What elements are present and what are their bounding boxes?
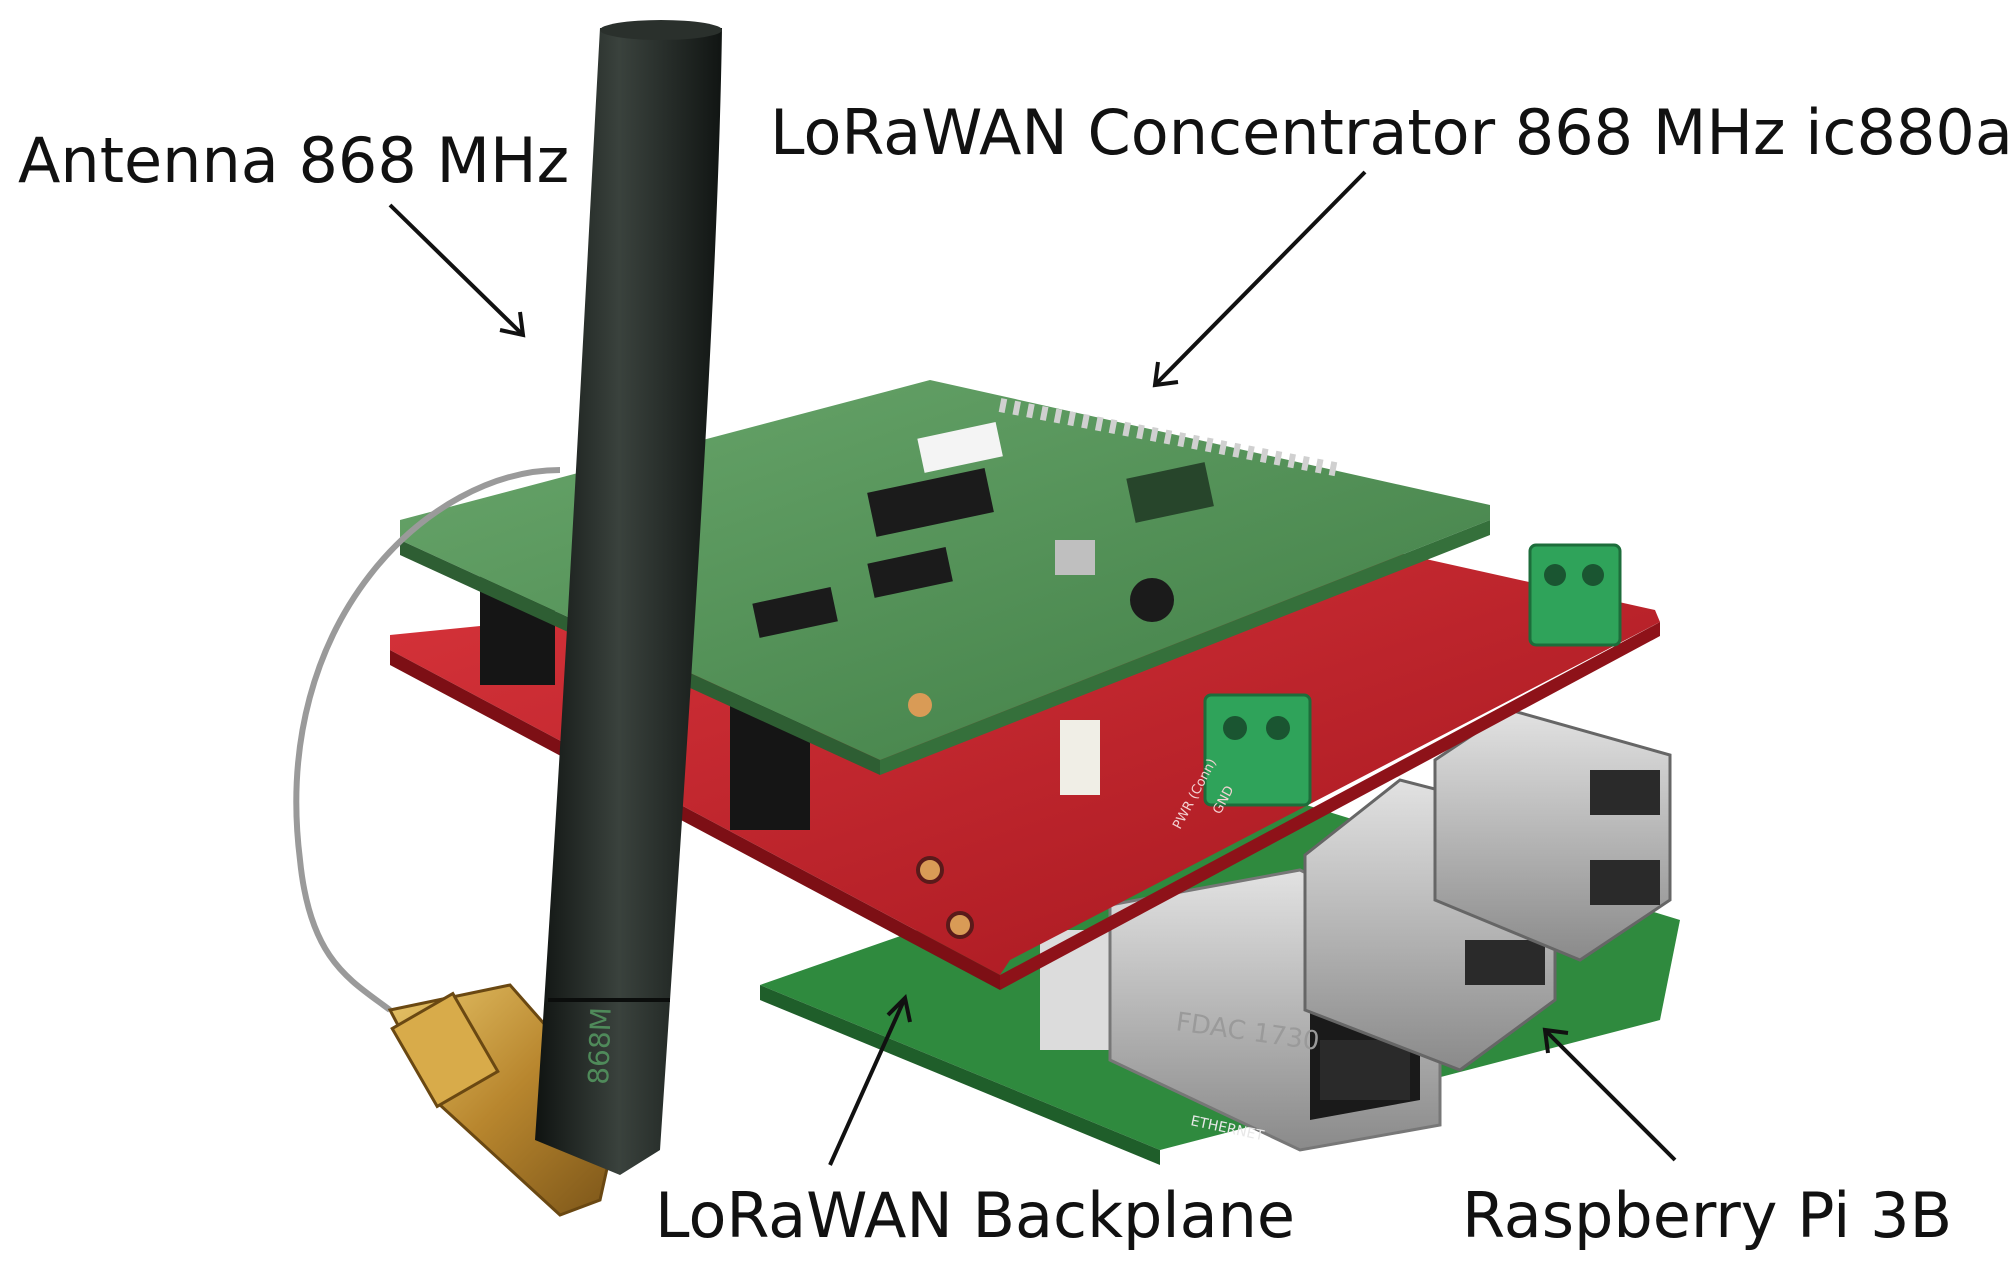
- antenna-label: Antenna 868 MHz: [18, 124, 570, 197]
- antenna-print: 868M: [582, 1007, 618, 1086]
- raspberry-pi-label: Raspberry Pi 3B: [1462, 1179, 1953, 1252]
- raspberry-pi-board: ETHERNET FDAC 1730: [760, 708, 1680, 1165]
- terminal-block-left: [1203, 693, 1312, 807]
- antenna: 868M: [535, 20, 722, 1175]
- arrow-backplane: [828, 993, 912, 1166]
- arrow-raspberry-pi: [1542, 1027, 1677, 1162]
- pigtail-cable: [293, 467, 561, 1013]
- arrow-antenna: [388, 203, 526, 338]
- concentrator-label: LoRaWAN Concentrator 868 MHz ic880a: [770, 96, 2013, 169]
- hardware-photo: ETHERNET FDAC 1730 PWR (Conn): [293, 20, 1680, 1217]
- backplane-label: LoRaWAN Backplane: [655, 1179, 1296, 1252]
- arrow-concentrator: [1152, 170, 1367, 388]
- terminal-block-right: [1528, 543, 1622, 647]
- annotation-arrows: [388, 170, 1677, 1166]
- usb-ports: [1303, 708, 1672, 1072]
- sma-connector: [387, 983, 622, 1217]
